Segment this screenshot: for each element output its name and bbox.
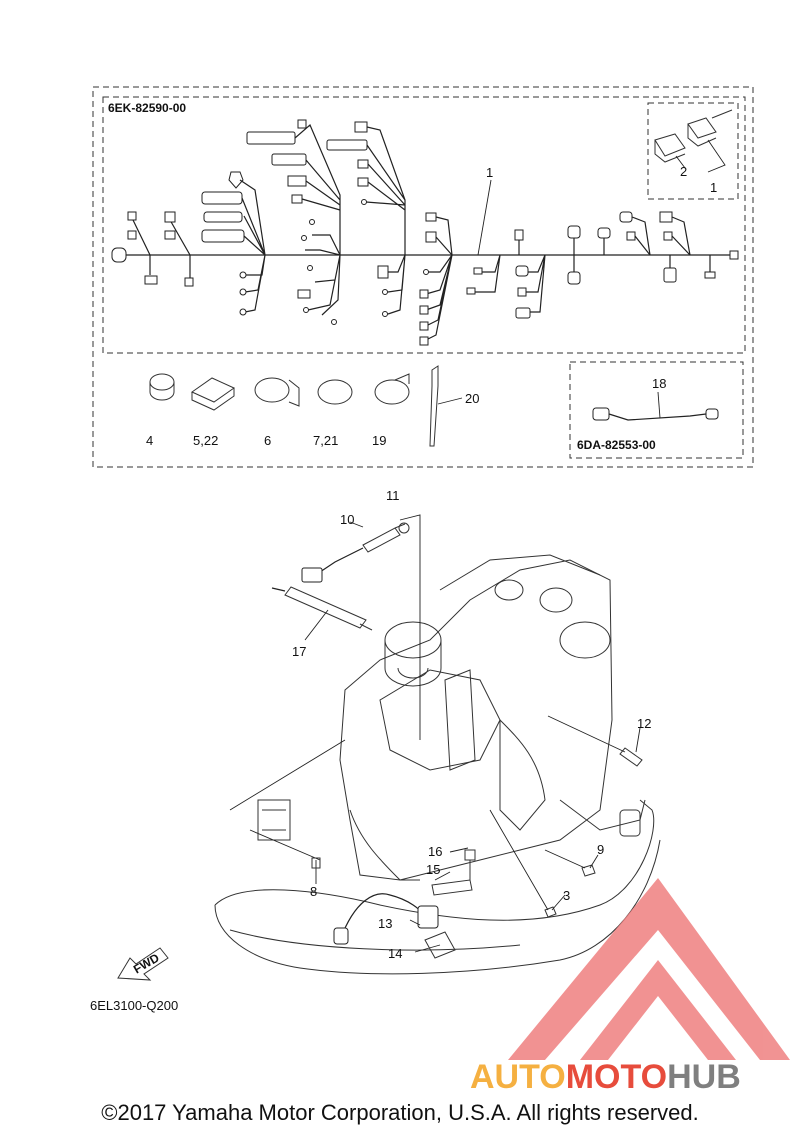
harness-code: 6EK-82590-00 <box>108 101 186 115</box>
copyright-notice: ©2017 Yamaha Motor Corporation, U.S.A. A… <box>101 1100 699 1125</box>
callout-7-21: 7,21 <box>313 433 338 448</box>
callout-6: 6 <box>264 433 271 448</box>
callout-15: 15 <box>426 862 440 877</box>
engine-drawing <box>214 514 661 975</box>
callout-13: 13 <box>378 916 392 931</box>
wire-harness-drawing <box>111 119 739 346</box>
callout-11: 11 <box>386 488 400 503</box>
wire-harness-box <box>102 96 746 354</box>
callout-5-22: 5,22 <box>193 433 218 448</box>
callout-17: 17 <box>292 644 306 659</box>
callout-14: 14 <box>388 946 402 961</box>
callout-3: 3 <box>563 888 570 903</box>
connector-sub-box <box>647 102 739 200</box>
sub-harness-box <box>569 361 744 459</box>
watermark-auto: AUTO <box>470 1058 566 1096</box>
callout-4: 4 <box>146 433 153 448</box>
sub-harness-code: 6DA-82553-00 <box>577 438 656 452</box>
callout-8: 8 <box>310 884 317 899</box>
callout-2: 2 <box>680 164 687 179</box>
watermark-hub: HUB <box>667 1058 741 1096</box>
callout-19: 19 <box>372 433 386 448</box>
diagram-code: 6EL3100-Q200 <box>90 998 178 1013</box>
callout-12: 12 <box>637 716 651 731</box>
callout-16: 16 <box>428 844 442 859</box>
watermark-logo <box>508 878 790 1060</box>
sub-harness-drawing <box>592 391 719 421</box>
callout-18: 18 <box>652 376 666 391</box>
callout-9: 9 <box>597 842 604 857</box>
watermark-moto: MOTO <box>566 1058 667 1096</box>
callout-1: 1 <box>486 165 493 180</box>
callout-labels: 1 2 1 4 5,22 6 7,21 19 20 18 11 10 17 12… <box>146 164 717 961</box>
callout-10: 10 <box>340 512 354 527</box>
callout-1b: 1 <box>710 180 717 195</box>
connector-parts <box>654 109 733 173</box>
watermark-text: AUTOMOTOHUB <box>470 1058 741 1096</box>
forward-direction-arrow <box>117 947 169 981</box>
callout-20: 20 <box>465 391 479 406</box>
clamp-parts <box>149 365 463 447</box>
harness-kit-box <box>92 86 754 468</box>
